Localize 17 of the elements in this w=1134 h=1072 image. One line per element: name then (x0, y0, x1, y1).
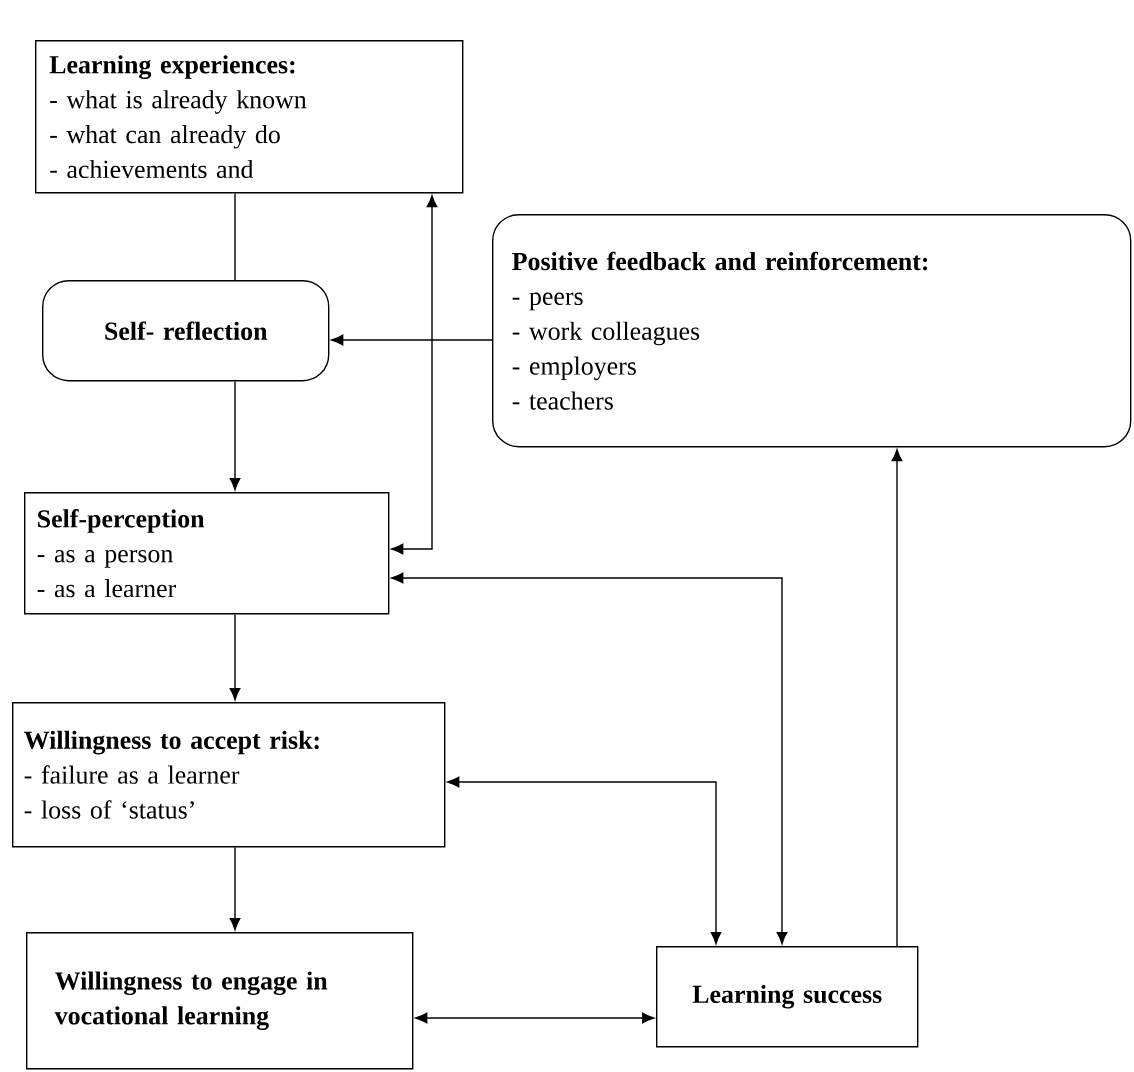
arrow (229, 380, 241, 491)
text-box: Willingness to engage in vocational learning (26, 932, 414, 1070)
rounded-box: Self- reflection (42, 280, 330, 382)
arrow (331, 334, 493, 346)
text-box: Learning success (656, 946, 919, 1048)
rounded-box: Positive feedback and reinforcement: - peers - work colleagues - employers - teachers (492, 214, 1132, 448)
text-box: Willingness to accept risk: - failure as a learner - loss of ‘status’ (12, 702, 446, 848)
arrow (891, 449, 903, 947)
arrow (391, 195, 438, 555)
arrow (391, 572, 788, 945)
arrow (447, 776, 722, 945)
arrow (415, 1012, 655, 1024)
arrow (229, 846, 241, 931)
arrow (229, 613, 241, 701)
text-box: Learning experiences: - what is already known - what can already do - achievements and (35, 40, 464, 194)
text-box: Self-perception - as a person - as a learner (24, 492, 390, 615)
connector-line (234, 192, 236, 281)
